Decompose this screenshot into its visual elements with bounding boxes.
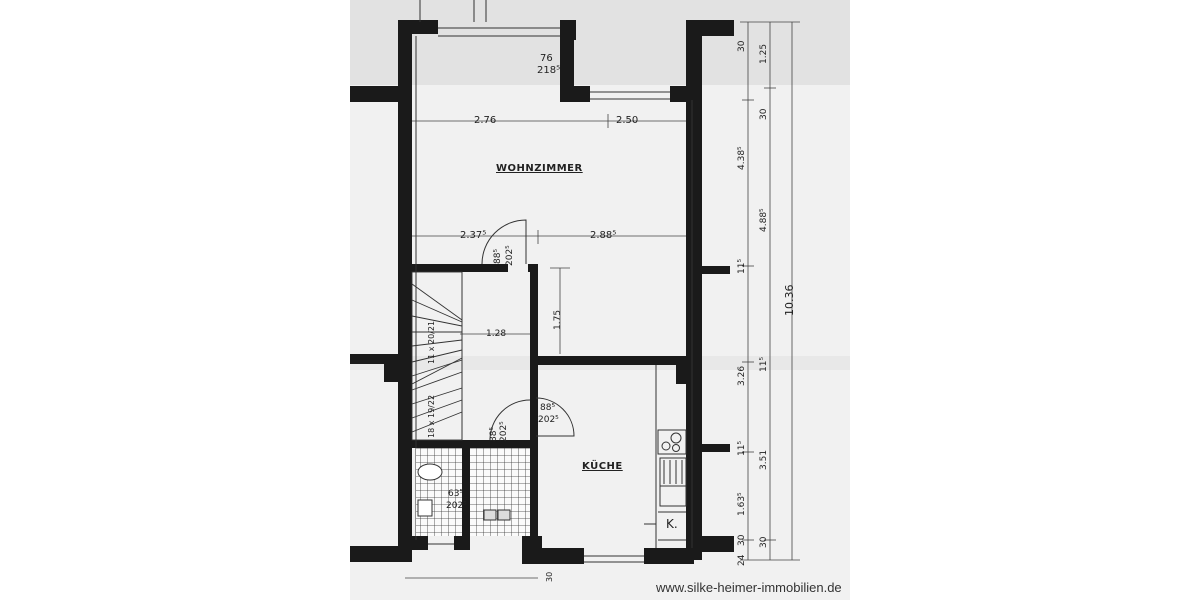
door-kitchen-height: 202⁵ (538, 415, 559, 425)
dim-bottom-30: 30 (545, 571, 554, 582)
kitchen-counter (644, 365, 687, 548)
floor-plan-sheet: 76 218⁵ 2.76 2.50 WOHNZIMMER 2.37⁵ 2.88⁵… (350, 0, 850, 600)
dim-width-right-mid: 2.88⁵ (590, 230, 617, 241)
room-label-kitchen: KÜCHE (582, 461, 623, 472)
dim-width-right-top: 2.50 (616, 115, 639, 126)
dim-right-163: 1.63⁵ (737, 492, 747, 516)
window-top-height: 218⁵ (537, 65, 561, 76)
door-living-width: 88⁵ (493, 248, 503, 264)
floor-plan-drawing (350, 0, 800, 579)
scan-shade-top (350, 0, 850, 85)
stairs-lower-label: 18 x 19/22 (427, 394, 436, 438)
dim-right-125: 1.25 (759, 43, 769, 64)
dim-right-30-top: 30 (737, 40, 747, 52)
door-kitchen-width: 88⁵ (540, 403, 556, 413)
dim-right-488: 4.88⁵ (759, 208, 769, 232)
dim-right-30-bottom: 30 (737, 534, 747, 546)
dim-right-115-b: 11⁵ (737, 440, 747, 456)
door-hall-width: 88⁵ (489, 426, 499, 442)
room-label-living: WOHNZIMMER (496, 163, 583, 174)
door-wc-width: 63⁵ (448, 489, 464, 499)
dim-right-24: 24 (737, 554, 747, 566)
dim-right-326: 3.26 (737, 365, 747, 386)
dim-right-30-c: 30 (759, 536, 769, 548)
kitchen-marker: K. (666, 517, 678, 531)
staircase (411, 271, 463, 441)
dim-right-438: 4.38⁵ (737, 146, 747, 170)
dim-total-length: 10.36 (783, 284, 796, 317)
window-top-width: 76 (540, 53, 553, 64)
dim-hall-depth: 1.75 (553, 309, 563, 330)
dim-width-left-mid: 2.37⁵ (460, 230, 487, 241)
dim-width-left-top: 2.76 (474, 115, 497, 126)
dim-right-30-b: 30 (759, 108, 769, 120)
watermark-url: www.silke-heimer-immobilien.de (656, 580, 842, 595)
door-living-height: 202⁵ (505, 245, 515, 266)
dim-hall-width: 1.28 (486, 329, 507, 339)
stairs-upper-label: 11 x 20/21 (427, 320, 436, 364)
dim-right-351: 3.51 (759, 449, 769, 470)
door-hall-height: 202⁵ (499, 421, 509, 442)
door-wc-height: 202⁵ (446, 501, 467, 511)
dim-right-115-c: 11⁵ (759, 356, 769, 372)
dim-right-115-a: 11⁵ (737, 258, 747, 274)
